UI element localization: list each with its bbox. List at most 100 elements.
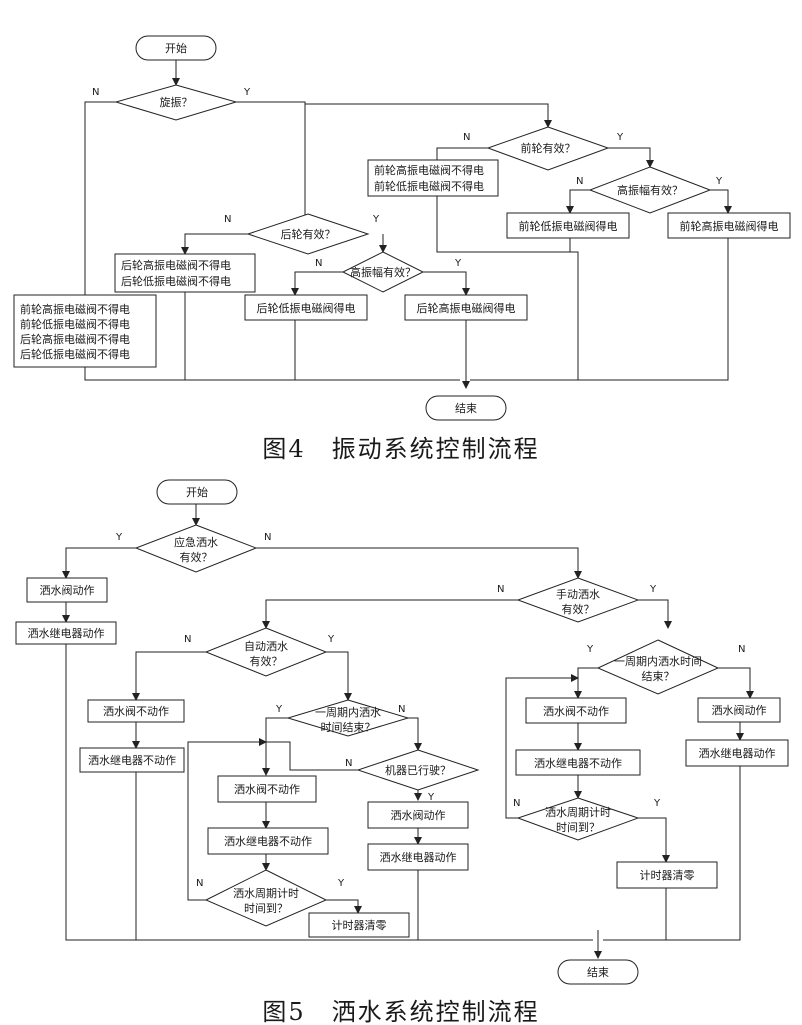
process-relay-on-emergency	[15, 621, 117, 645]
figure-4-vibration-flowchart	[84, 60, 732, 389]
figure-5-caption: 图5 洒水系统控制流程	[262, 998, 539, 1025]
no-label: N	[315, 258, 322, 269]
rear-off-line-2: 后轮低振电磁阀不得电	[121, 274, 231, 288]
all-off-line-1: 前轮高振电磁阀不得电	[20, 302, 130, 316]
valve-off-label: 洒水阀不动作	[103, 704, 169, 718]
process-timer-reset-manual	[616, 861, 718, 889]
decision-manual	[516, 577, 640, 623]
yes-label: Y	[454, 258, 462, 269]
front-off-line-1: 前轮高振电磁阀不得电	[374, 163, 484, 177]
front-question: 前轮有效？	[521, 141, 576, 155]
process-all-off	[13, 294, 157, 368]
period-question-2: 时间到？	[244, 902, 288, 915]
no-label: N	[497, 584, 504, 595]
decision-auto	[204, 627, 328, 677]
relay-on-label: 洒水继电器动作	[699, 747, 776, 760]
cycle-end-question-2: 时间结束？	[321, 721, 376, 734]
start-label: 开始	[186, 485, 208, 499]
process-valve-on-manual	[697, 697, 781, 723]
process-rear-low-on	[244, 294, 368, 321]
period-question-2: 时间到？	[556, 821, 600, 834]
process-rear-off	[114, 253, 256, 293]
all-off-line-3: 后轮高振电磁阀不得电	[20, 332, 130, 346]
process-valve-on-auto	[367, 801, 469, 829]
machine-running-question: 机器已行驶？	[385, 763, 451, 777]
no-label: N	[576, 176, 583, 187]
manual-question-2: 有效？	[562, 602, 595, 616]
process-valve-on-emergency	[26, 577, 108, 603]
no-label: N	[196, 878, 203, 889]
start-terminal	[135, 35, 217, 61]
no-label: N	[264, 532, 271, 543]
yes-label: Y	[653, 798, 661, 809]
process-rear-high-on	[404, 294, 528, 321]
cycle-end-question-2: 结束？	[642, 670, 675, 683]
yes-label: Y	[115, 532, 123, 543]
end-terminal	[425, 395, 507, 421]
decision-front-wheel	[486, 126, 610, 171]
start-terminal	[156, 479, 238, 505]
process-front-off	[367, 159, 499, 197]
start-label: 开始	[165, 41, 187, 55]
process-front-low-on	[506, 212, 630, 239]
period-question-1: 洒水周期计时	[545, 806, 611, 819]
figure-4-text: 开始 旋振？ 前轮有效？ 高振幅有效？ 后轮有效？ 高振幅有效？ 前轮高振电磁阀…	[20, 41, 779, 463]
process-relay-off-auto-left	[79, 747, 185, 773]
all-off-line-4: 后轮低振电磁阀不得电	[20, 347, 130, 361]
figure-5-sprinkler-flowchart	[62, 504, 754, 959]
process-valve-off-manual	[525, 697, 627, 724]
all-off-line-2: 前轮低振电磁阀不得电	[20, 317, 130, 331]
figure-4-shapes	[13, 35, 791, 421]
end-label: 结束	[455, 402, 477, 415]
figure-5-text: 开始 应急洒水 有效？ 洒水阀动作 洒水继电器动作 手动洒水 有效？ 自动洒水 …	[28, 485, 776, 1025]
yes-label: Y	[337, 878, 345, 889]
no-label: N	[92, 87, 99, 98]
yes-label: Y	[275, 704, 283, 715]
rear-off-line-1: 后轮高振电磁阀不得电	[121, 258, 231, 272]
valve-on-label: 洒水阀动作	[40, 583, 95, 597]
yes-label: Y	[715, 176, 723, 187]
process-relay-off-manual	[515, 749, 641, 776]
relay-on-label: 洒水继电器动作	[28, 627, 105, 640]
yes-label: Y	[372, 214, 380, 225]
process-relay-on-manual	[685, 739, 789, 767]
decision-emergency	[134, 524, 258, 573]
figure-5-shapes	[15, 479, 789, 985]
figure-4-caption: 图4 振动系统控制流程	[262, 435, 539, 463]
no-label: N	[398, 704, 405, 715]
decision-cycle-end-auto	[286, 699, 410, 737]
front-high-on-label: 前轮高振电磁阀得电	[680, 219, 779, 233]
yes-label: Y	[649, 584, 657, 595]
emergency-question-2: 有效？	[180, 550, 213, 564]
no-label: N	[463, 132, 470, 143]
timer-reset-label: 计时器清零	[332, 919, 387, 932]
valve-off-label: 洒水阀不动作	[234, 782, 300, 796]
relay-off-label: 洒水继电器不动作	[88, 754, 176, 767]
rear-high-on-label: 后轮高振电磁阀得电	[417, 301, 516, 315]
front-low-on-label: 前轮低振电磁阀得电	[519, 219, 618, 233]
decision-rotary	[114, 84, 238, 121]
no-label: N	[345, 758, 352, 769]
rotary-question: 旋振？	[160, 95, 193, 109]
decision-front-high-amplitude	[588, 166, 712, 214]
rear-high-question: 高振幅有效？	[350, 265, 416, 279]
yes-label: Y	[327, 634, 335, 645]
decision-cycle-end-manual	[596, 639, 720, 695]
no-label: N	[224, 214, 231, 225]
auto-question-2: 有效？	[250, 654, 283, 668]
process-relay-off-auto	[207, 827, 329, 855]
end-label: 结束	[587, 966, 609, 979]
relay-off-label: 洒水继电器不动作	[534, 757, 622, 770]
process-relay-on-auto	[367, 843, 469, 871]
timer-reset-label: 计时器清零	[640, 869, 695, 882]
decision-rear-high-amplitude	[341, 251, 425, 293]
valve-on-label: 洒水阀动作	[712, 703, 767, 717]
rear-question: 后轮有效？	[281, 227, 336, 241]
process-valve-off-auto-left	[87, 699, 185, 723]
cycle-end-question-1: 一周期内洒水	[315, 705, 381, 719]
emergency-question-1: 应急洒水	[174, 535, 218, 549]
rear-low-on-label: 后轮低振电磁阀得电	[257, 301, 356, 315]
yes-label: Y	[243, 87, 251, 98]
manual-question-1: 手动洒水	[556, 587, 600, 601]
